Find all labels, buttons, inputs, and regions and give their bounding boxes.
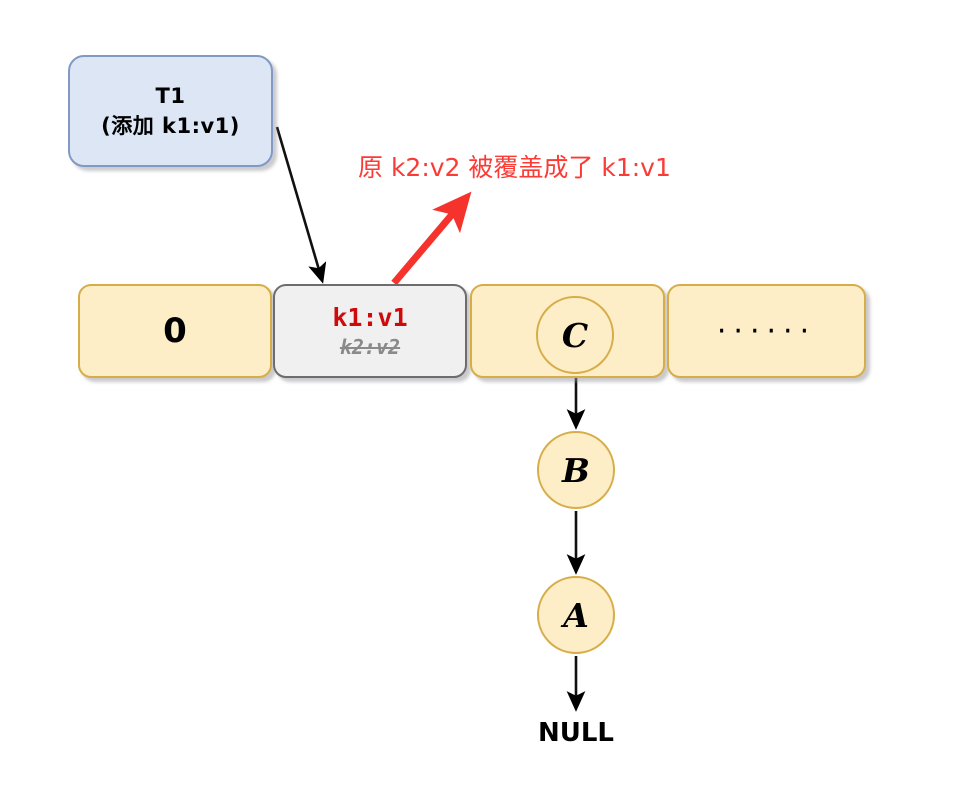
bucket-cell-1-new-value: k1:v1 [332,302,408,332]
chain-node-a-label: A [563,595,589,635]
overwrite-annotation: 原 k2:v2 被覆盖成了 k1:v1 [358,153,671,182]
bucket-array: 0 k1:v1 k2:v2 ······ [78,284,866,380]
bucket-cell-1-modified: k1:v1 k2:v2 [273,284,467,378]
transaction-box-t1: T1 (添加 k1:v1) [68,55,273,167]
bucket-cell-0: 0 [78,284,272,378]
chain-node-b: B [537,431,615,509]
chain-node-c: C [536,296,614,374]
chain-node-b-label: B [562,450,590,490]
chain-terminator-null: NULL [537,718,614,748]
transaction-operation: (添加 k1:v1) [101,114,240,138]
transaction-name: T1 [155,84,186,108]
bucket-cell-1-old-value: k2:v2 [339,334,401,359]
bucket-cell-3-ellipsis: ······ [716,313,817,349]
chain-node-c-label: C [561,315,589,355]
bucket-cell-0-label: 0 [163,311,187,351]
bucket-cell-3: ······ [667,284,866,378]
chain-node-a: A [537,576,615,654]
arrow-txn-to-cell [275,126,327,284]
arrow-annotation-to-cell [391,191,472,286]
